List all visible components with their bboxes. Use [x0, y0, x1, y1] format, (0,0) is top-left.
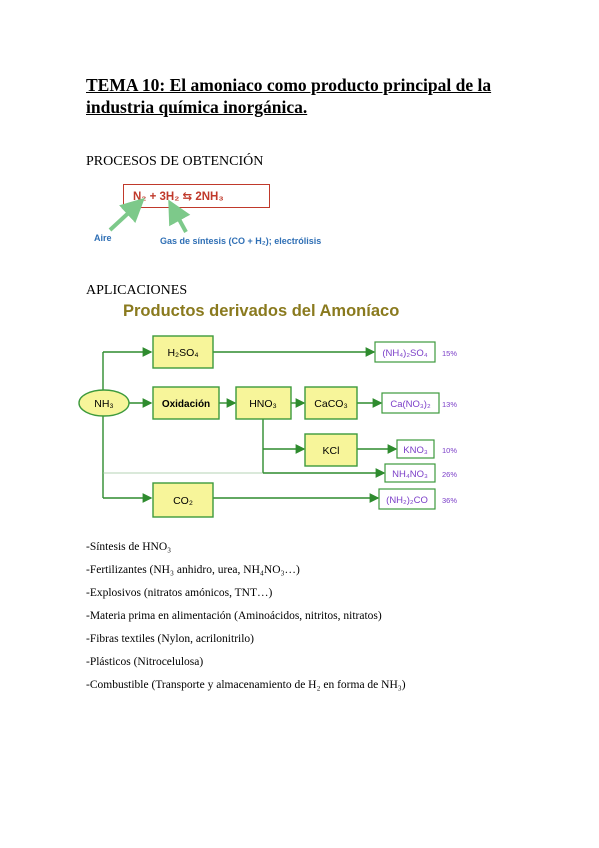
hno3-label: HNO₃: [249, 398, 277, 410]
synthesis-equation: N₂ + 3H₂ ⇆ 2NH₃: [123, 184, 270, 208]
list-item: -Plásticos (Nitrocelulosa): [86, 656, 204, 668]
list-item: -Fertilizantes (NH₃ anhidro, urea, NH₄NO…: [86, 564, 300, 576]
product-percent: 10%: [442, 446, 457, 455]
product-percent: 13%: [442, 400, 457, 409]
list-item: -Combustible (Transporte y almacenamient…: [86, 679, 406, 691]
section-heading-aplicaciones: APLICACIONES: [86, 283, 188, 298]
caco3-box: [304, 386, 358, 420]
product-label: Ca(NO₃)₂: [390, 399, 431, 410]
product-box: [378, 488, 436, 510]
product-label: KNO₃: [403, 445, 428, 456]
aire-arrow: [108, 197, 145, 232]
diagram-title: Productos derivados del Amoníaco: [123, 302, 400, 320]
list-item: -Fibras textiles (Nylon, acrilonitrilo): [86, 633, 254, 645]
applications-list: -Síntesis de HNO₃ -Fertilizantes (NH₃ an…: [86, 536, 406, 697]
nh3-label: NH₃: [94, 398, 113, 410]
oxidacion-label: Oxidación: [162, 399, 210, 410]
co2-label: CO₂: [173, 495, 193, 507]
list-item: -Síntesis de HNO₃: [86, 541, 172, 553]
product-percent: 36%: [442, 496, 457, 505]
co2-box: [152, 482, 214, 518]
document-title: TEMA 10: El amoniaco como producto princ…: [86, 75, 492, 117]
oxidacion-box: [152, 386, 220, 420]
section-heading-obtencion: PROCESOS DE OBTENCIÓN: [86, 154, 264, 169]
list-item: -Materia prima en alimentación (Aminoáci…: [86, 610, 382, 622]
hno3-box: [235, 386, 292, 420]
kcl-label: KCl: [323, 445, 340, 457]
product-box: [374, 341, 436, 363]
gas-sintesis-label: Gas de síntesis (CO + H₂); electrólisis: [160, 236, 322, 246]
obtencion-arrows: [108, 197, 191, 233]
list-item: -Explosivos (nitratos amónicos, TNT…): [86, 587, 273, 599]
gas-arrow: [168, 199, 191, 233]
product-box: [384, 463, 436, 483]
ammonia-derivatives-diagram: NH₃ H₂SO₄ Oxidación HNO₃ CaCO₃ KCl CO₂ (…: [78, 335, 457, 518]
caco3-label: CaCO₃: [314, 398, 347, 410]
product-label: (NH₄)₂SO₄: [382, 348, 427, 359]
product-box: [381, 392, 440, 414]
kcl-box: [304, 433, 358, 467]
product-label: NH₄NO₃: [392, 469, 428, 480]
nh3-node: [78, 389, 130, 417]
product-percent: 26%: [442, 470, 457, 479]
product-percent: 15%: [442, 349, 457, 358]
h2so4-label: H₂SO₄: [167, 347, 198, 359]
h2so4-box: [152, 335, 214, 369]
product-label: (NH₂)₂CO: [386, 495, 428, 506]
aire-label: Aire: [94, 233, 112, 243]
product-box: [396, 439, 435, 459]
